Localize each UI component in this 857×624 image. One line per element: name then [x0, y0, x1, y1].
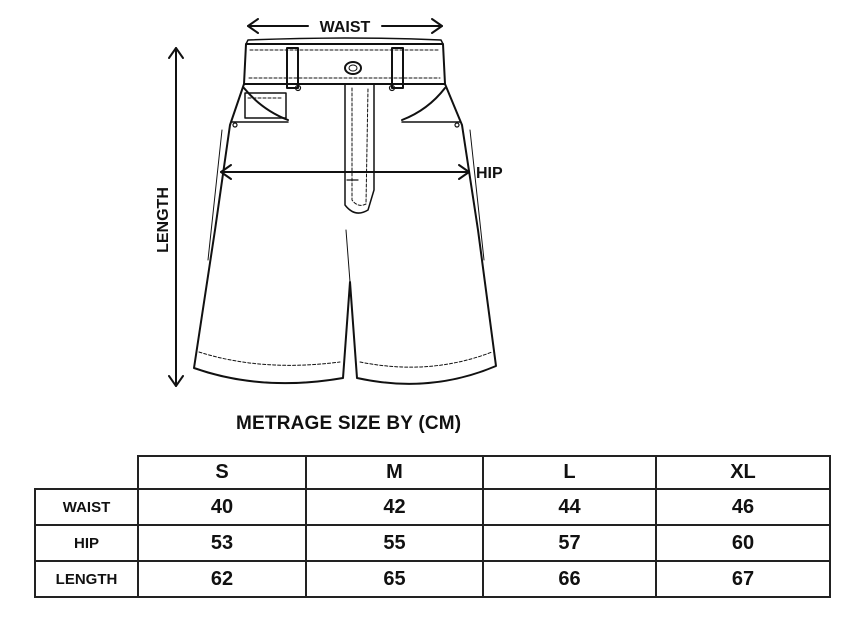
row-label-length: LENGTH — [34, 560, 139, 598]
size-header-s: S — [137, 455, 307, 490]
waist-arrow — [247, 18, 443, 34]
table-row-waist: WAIST 40 42 44 46 — [34, 488, 831, 526]
size-header-m: M — [305, 455, 484, 490]
shorts-outline — [193, 37, 497, 385]
size-table: S M L XL WAIST 40 42 44 46 HIP 53 55 57 … — [34, 455, 831, 598]
row-label-waist: WAIST — [34, 488, 139, 526]
shorts-diagram: WAIST HIP LENGTH — [155, 18, 503, 387]
waist-m: 42 — [305, 488, 484, 526]
waist-l: 44 — [482, 488, 657, 526]
length-m: 65 — [305, 560, 484, 598]
waist-label: WAIST — [320, 19, 371, 36]
hip-xl: 60 — [655, 524, 831, 562]
table-row-hip: HIP 53 55 57 60 — [34, 524, 831, 562]
hip-arrow — [220, 164, 470, 180]
length-s: 62 — [137, 560, 307, 598]
hip-m: 55 — [305, 524, 484, 562]
table-row-length: LENGTH 62 65 66 67 — [34, 560, 831, 598]
length-l: 66 — [482, 560, 657, 598]
length-label: LENGTH — [155, 187, 172, 253]
size-header-xl: XL — [655, 455, 831, 490]
table-title: METRAGE SIZE BY (CM) — [236, 413, 462, 434]
hip-l: 57 — [482, 524, 657, 562]
hip-s: 53 — [137, 524, 307, 562]
hip-label: HIP — [476, 165, 503, 182]
length-xl: 67 — [655, 560, 831, 598]
waist-s: 40 — [137, 488, 307, 526]
size-header-l: L — [482, 455, 657, 490]
table-corner — [35, 456, 139, 490]
waist-xl: 46 — [655, 488, 831, 526]
length-arrow — [168, 47, 184, 387]
row-label-hip: HIP — [34, 524, 139, 562]
